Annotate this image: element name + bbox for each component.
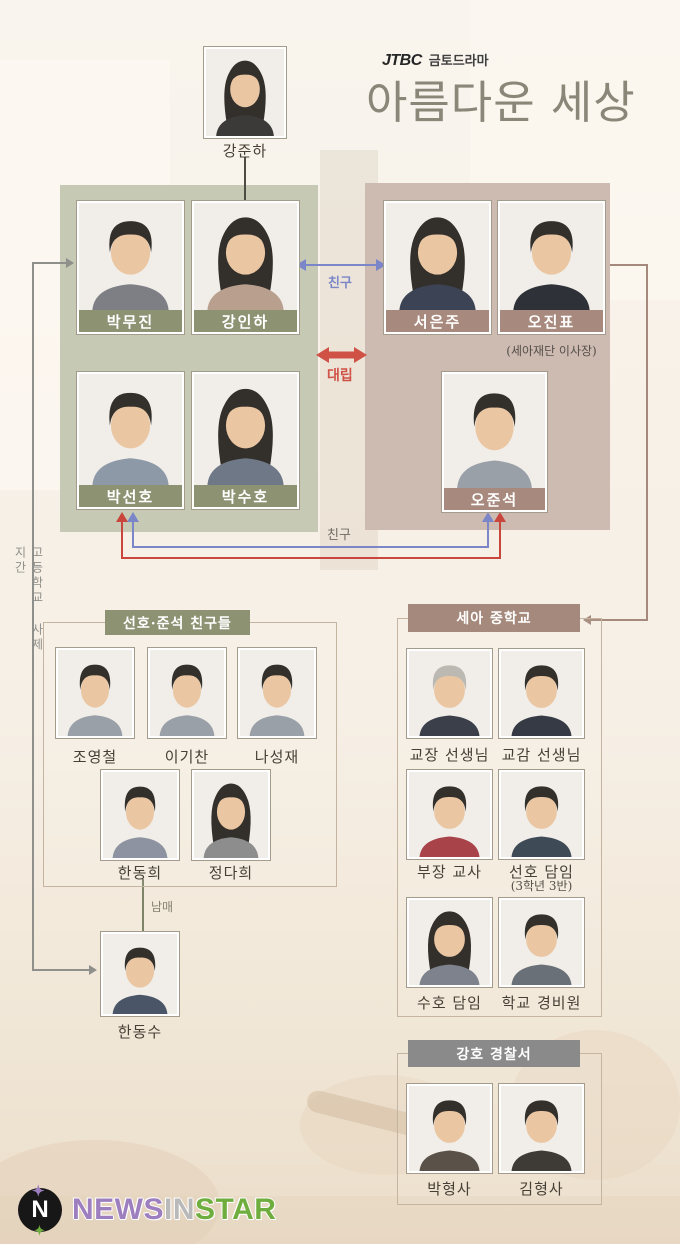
person-photo — [409, 651, 490, 736]
person-card-kang-junha — [203, 46, 287, 139]
person-photo — [103, 934, 177, 1014]
drama-title: 아름다운 세상 — [366, 76, 636, 129]
person-name: 선호 담임 — [509, 863, 574, 881]
person-card-na-seongjae — [237, 647, 317, 739]
friends-group-header: 선호·준석 친구들 — [105, 610, 250, 635]
person-card-lee-gichan — [147, 647, 227, 739]
person-photo — [409, 900, 490, 985]
person-card-vice-principal — [498, 648, 585, 739]
person-name: 교감 선생님 — [501, 746, 582, 764]
jtbc-logo-text: JTBC — [382, 52, 422, 69]
person-card-park-suho: 박수호 — [191, 371, 300, 510]
person-photo — [409, 1086, 490, 1171]
broadcaster-logo: JTBC 금토드라마 — [382, 50, 489, 70]
person-card-jo-yeongcheol — [55, 647, 135, 739]
person-name: 한동수 — [117, 1023, 163, 1041]
person-name-bar: 강인하 — [194, 310, 297, 332]
person-name: 강준하 — [222, 142, 268, 160]
person-name: 이기찬 — [164, 748, 210, 766]
person-photo — [194, 203, 297, 310]
person-photo — [103, 772, 177, 858]
person-card-detective-kim — [498, 1083, 585, 1174]
person-name: 박형사 — [427, 1180, 472, 1198]
person-photo — [444, 374, 545, 488]
logo-monogram-letter: N — [31, 1196, 49, 1223]
person-name: 부장 교사 — [417, 863, 482, 881]
person-photo — [501, 900, 582, 985]
person-name-bar: 박무진 — [79, 310, 182, 332]
person-card-sunho-homeroom — [498, 769, 585, 860]
rivalry-label: 대립 — [327, 367, 353, 383]
person-photo — [79, 203, 182, 310]
person-photo — [501, 651, 582, 736]
person-card-principal — [406, 648, 493, 739]
logo-word-in: IN — [164, 1193, 195, 1226]
person-photo — [501, 1086, 582, 1171]
person-card-park-sunho: 박선호 — [76, 371, 185, 510]
person-photo — [240, 650, 314, 736]
person-card-detective-park — [406, 1083, 493, 1174]
person-name: 교장 선생님 — [409, 746, 490, 764]
person-name: 한동희 — [117, 864, 163, 882]
person-name: 김형사 — [519, 1180, 564, 1198]
person-card-suho-homeroom — [406, 897, 493, 988]
person-photo — [409, 772, 490, 857]
person-card-kang-inha: 강인하 — [191, 200, 300, 335]
person-photo — [501, 772, 582, 857]
person-name: 수호 담임 — [417, 994, 482, 1012]
person-card-han-dongsu — [100, 931, 180, 1017]
person-name-bar: 서은주 — [386, 310, 489, 332]
person-photo — [194, 374, 297, 485]
police-group-header: 강호 경찰서 — [408, 1040, 580, 1067]
logo-wordmark: NEWSINSTAR — [72, 1193, 276, 1227]
news-in-star-logo: ✦ N ✦ NEWSINSTAR — [18, 1183, 276, 1238]
logo-word-star: STAR — [195, 1193, 277, 1226]
person-name: 학교 경비원 — [501, 994, 582, 1012]
person-card-oh-jinpyo: 오진표 — [497, 200, 606, 335]
person-photo — [206, 49, 284, 136]
logo-monogram: ✦ N ✦ — [18, 1183, 62, 1238]
teacher-student-label: 고등학교 사제지간 — [13, 546, 44, 653]
person-card-park-mujin: 박무진 — [76, 200, 185, 335]
logo-word-news: NEWS — [72, 1193, 164, 1226]
arrow-rivalry — [316, 347, 367, 363]
person-photo — [500, 203, 603, 310]
person-card-jeong-dahui — [191, 769, 271, 861]
program-type-label: 금토드라마 — [428, 53, 489, 68]
person-photo — [79, 374, 182, 485]
person-photo — [150, 650, 224, 736]
person-card-school-guard — [498, 897, 585, 988]
person-card-oh-junseok: 오준석 — [441, 371, 548, 513]
star-icon: ✦ — [34, 1223, 45, 1238]
person-name-bar: 박수호 — [194, 485, 297, 507]
school-group-header: 세아 중학교 — [408, 604, 580, 632]
friend-top-label: 친구 — [328, 275, 352, 290]
person-name: 나성재 — [254, 748, 300, 766]
person-card-han-donghui — [100, 769, 180, 861]
star-icon: ✦ — [32, 1183, 45, 1200]
person-name: 정다희 — [208, 864, 254, 882]
person-photo — [386, 203, 489, 310]
siblings-label: 남매 — [151, 900, 174, 914]
person-caption: (세아재단 이사장) — [506, 344, 597, 358]
person-name-bar: 박선호 — [79, 485, 182, 507]
person-card-head-teacher — [406, 769, 493, 860]
person-name-bar: 오준석 — [444, 488, 545, 510]
person-caption: (3학년 3반) — [510, 879, 573, 893]
person-photo — [194, 772, 268, 858]
person-name: 조영철 — [72, 748, 118, 766]
person-card-seo-eunju: 서은주 — [383, 200, 492, 335]
friend-bottom-label: 친구 — [327, 527, 351, 542]
person-name-bar: 오진표 — [500, 310, 603, 332]
person-photo — [58, 650, 132, 736]
